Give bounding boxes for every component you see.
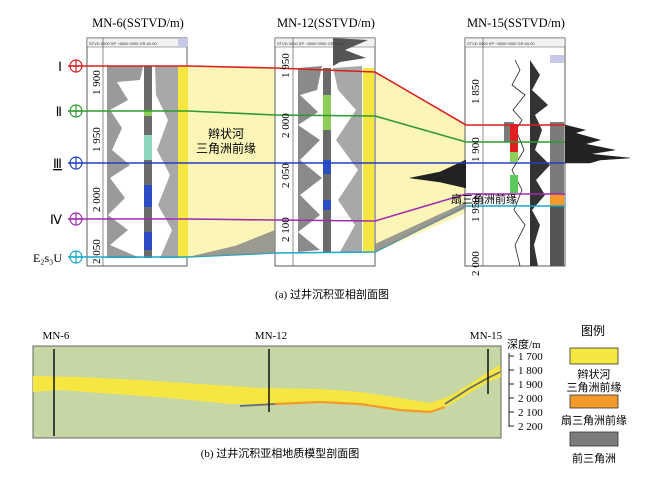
well-title-mn12: MN-12(SSTVD/m) <box>277 16 375 30</box>
depth-mn15-3: 1 950 <box>470 197 482 222</box>
legend-label-fan: 扇三角洲前缘 <box>561 413 627 427</box>
well-track-mn12 <box>274 37 376 267</box>
well-track-mn6 <box>86 37 188 267</box>
legend-title: 图例 <box>581 324 605 338</box>
depth-mn12-3: 2 050 <box>280 163 292 188</box>
log-header-mn6: STVD 0000 SP ~8000 0000 GR 60.00 <box>89 41 157 46</box>
log-header-mn15: STVD 0000 SP ~8000 0000 GR 60.00 <box>467 41 535 46</box>
well-title-mn6: MN-6(SSTVD/m) <box>92 16 184 30</box>
layer-braided <box>33 365 501 412</box>
log-spikes-mn15 <box>564 124 631 164</box>
legend-label-prodelta: 前三角洲 <box>572 451 616 465</box>
panel-a: Ⅰ Ⅱ Ⅲ Ⅳ E₂s₃U MN-6(SSTVD/m) MN-12(SSTVD/… <box>33 16 631 301</box>
depth-mn15-1: 1 850 <box>470 79 482 104</box>
log-spikes-left <box>409 159 467 189</box>
log-header-mn12: STVD 0000 SP ~8000 0000 GR 60.00 <box>277 41 345 46</box>
depth-tick-2: 1 800 <box>518 365 543 377</box>
legend-swatch-fan <box>569 394 619 409</box>
caption-a: (a) 过井沉积亚相剖面图 <box>275 287 389 301</box>
depth-scale: 深度/m 1 700 1 800 1 900 2 000 2 100 2 200 <box>507 337 543 433</box>
depth-mn12-1: 1 950 <box>280 53 292 78</box>
depth-tick-6: 2 200 <box>518 421 543 433</box>
depth-mn6-2: 1 950 <box>91 127 103 152</box>
depth-tick-5: 2 100 <box>518 407 543 419</box>
depth-mn12-4: 2 100 <box>280 217 292 242</box>
legend-label-braided: 辫状河三角洲前缘 <box>567 367 622 394</box>
well-track-mn15 <box>464 37 566 267</box>
depth-tick-3: 1 900 <box>518 379 543 391</box>
well-title-mn15: MN-15(SSTVD/m) <box>467 16 565 30</box>
facies-label-fan: 扇三角洲前缘 <box>451 192 517 206</box>
legend-swatch-braided <box>569 347 619 365</box>
depth-mn12-2: 2 000 <box>280 113 292 138</box>
prodelta-wedge <box>188 230 275 257</box>
depth-mn15-4: 2 000 <box>470 251 482 276</box>
horizon-label-5: E₂s₃U <box>33 251 62 265</box>
depth-mn6-4: 2 050 <box>91 239 103 264</box>
horizon-label-3: Ⅲ <box>53 156 62 171</box>
section-well-mn12: MN-12 <box>255 330 287 342</box>
depth-tick-4: 2 000 <box>518 393 543 405</box>
facies-label-braided: 辫状河三角洲前缘 <box>196 127 256 155</box>
depth-mn15-2: 1 900 <box>470 137 482 162</box>
depth-tick-1: 1 700 <box>518 351 543 363</box>
depth-mn6-1: 1 900 <box>91 70 103 95</box>
legend-swatch-prodelta <box>569 431 619 447</box>
layer-fan <box>274 400 446 414</box>
horizon-markers <box>69 59 83 264</box>
caption-b: (b) 过井沉积亚相地质模型剖面图 <box>201 446 360 460</box>
legend: 图例 辫状河三角洲前缘 扇三角洲前缘 前三角洲 <box>561 324 627 465</box>
prodelta-wedge-right <box>375 202 466 252</box>
section-well-mn15: MN-15 <box>470 330 503 342</box>
depth-scale-title: 深度/m <box>507 337 541 351</box>
depth-mn6-3: 2 000 <box>91 187 103 212</box>
panel-b: MN-6 MN-12 MN-15 深度/m 1 700 1 800 1 900 … <box>32 330 543 460</box>
horizon-lines <box>68 65 565 258</box>
horizon-label-1: Ⅰ <box>58 59 62 74</box>
horizon-label-4: Ⅳ <box>50 212 62 227</box>
horizon-label-2: Ⅱ <box>56 104 62 119</box>
section-well-mn6: MN-6 <box>43 330 70 342</box>
